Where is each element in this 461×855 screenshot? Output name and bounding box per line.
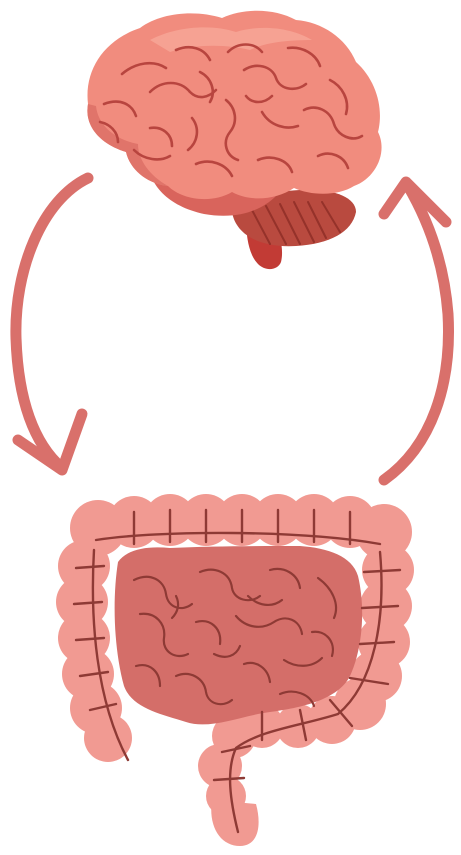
arrow-up-right-icon [384, 182, 448, 480]
intestine-icon [56, 494, 414, 846]
arrow-down-left-icon [16, 178, 88, 470]
brain-icon [87, 11, 381, 269]
